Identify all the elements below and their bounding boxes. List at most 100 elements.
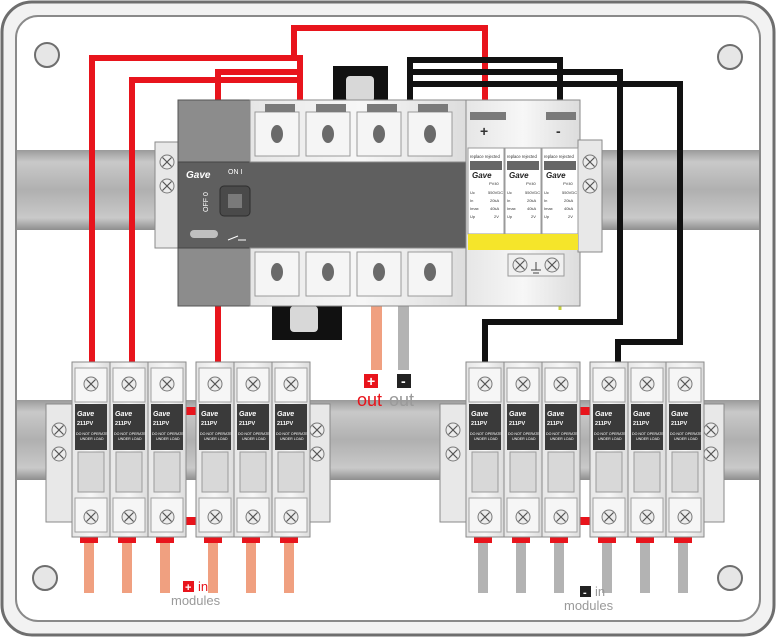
- fuse-warning-line1: DO NOT OPERATE: [508, 432, 540, 436]
- fuse-model: 211PV: [77, 421, 94, 427]
- input-cable: [84, 535, 94, 593]
- output-labels: + - out out: [357, 373, 414, 410]
- fuse-model: 211PV: [547, 421, 564, 427]
- fuse-model: 211PV: [115, 421, 132, 427]
- input-cable: [478, 535, 488, 593]
- fuse-warning-line1: DO NOT OPERATE: [546, 432, 578, 436]
- spd-module-2: replace rejected Gave PV40 Uc 550VDC In …: [504, 147, 542, 235]
- cable-gland: [636, 535, 654, 543]
- cable-gland: [550, 535, 568, 543]
- svg-text:Imax: Imax: [470, 206, 479, 211]
- fuse-warning-line2: UNDER LOAD: [118, 437, 142, 441]
- svg-text:40kA: 40kA: [564, 206, 573, 211]
- svg-text:Up: Up: [507, 214, 513, 219]
- fuse-model: 211PV: [671, 421, 688, 427]
- fuse-warning-line1: DO NOT OPERATE: [470, 432, 502, 436]
- svg-text:550VDC: 550VDC: [525, 190, 540, 195]
- isolator-bottom-terminals: [254, 251, 453, 297]
- svg-text:20kA: 20kA: [490, 198, 499, 203]
- fuse-model: 211PV: [633, 421, 650, 427]
- cable-gland: [280, 535, 298, 543]
- in-minus-symbol: -: [583, 587, 587, 599]
- surge-protection-device: + - replace rejected Gave PV40 Uc 550VDC…: [465, 99, 603, 307]
- svg-text:Up: Up: [470, 214, 476, 219]
- positive-wire-2: [129, 77, 300, 362]
- fuse-model: 211PV: [153, 421, 170, 427]
- spd-module-3: replace rejected Gave PV40 Uc 550VDC In …: [541, 147, 579, 235]
- spd-module-brand: Gave: [472, 171, 492, 180]
- fuse-brand: Gave: [77, 411, 94, 418]
- spd-module-header: replace rejected: [507, 154, 537, 159]
- fuse-warning-line1: DO NOT OPERATE: [76, 432, 108, 436]
- fuse-window[interactable]: [595, 451, 623, 493]
- fuse-brand: Gave: [509, 411, 526, 418]
- svg-text:550VDC: 550VDC: [488, 190, 503, 195]
- svg-text:Uc: Uc: [544, 190, 549, 195]
- svg-text:Uc: Uc: [470, 190, 475, 195]
- spd-module-brand: Gave: [546, 171, 566, 180]
- input-cable: [602, 535, 612, 593]
- fuse-warning-line2: UNDER LOAD: [674, 437, 698, 441]
- fuse-model: 211PV: [239, 421, 256, 427]
- fuse-window[interactable]: [633, 451, 661, 493]
- positive-wire-1: [89, 55, 303, 362]
- spd-module-header: replace rejected: [470, 154, 500, 159]
- out-minus-label: out: [389, 390, 414, 410]
- dc-isolator: Gave ON I OFF 0: [154, 99, 469, 307]
- svg-text:20kA: 20kA: [527, 198, 536, 203]
- fuse-warning-line2: UNDER LOAD: [204, 437, 228, 441]
- cable-gland: [118, 535, 136, 543]
- busbar-link: [576, 407, 600, 415]
- input-cable: [284, 535, 294, 593]
- in-plus-badge: [183, 581, 194, 592]
- fuse-window[interactable]: [671, 451, 699, 493]
- spd-minus-symbol: -: [556, 123, 561, 139]
- fuse-brand: Gave: [115, 411, 132, 418]
- cable-gland: [80, 535, 98, 543]
- svg-text:550VDC: 550VDC: [562, 190, 577, 195]
- fuse-window[interactable]: [77, 451, 105, 493]
- svg-text:2V: 2V: [568, 214, 573, 219]
- isolator-brand: Gave: [186, 170, 211, 181]
- in-minus-modules: modules: [564, 598, 614, 613]
- fuse-window[interactable]: [153, 451, 181, 493]
- input-cable: [208, 535, 218, 593]
- out-minus-badge: [397, 374, 411, 388]
- in-minus-badge: [580, 586, 591, 597]
- fuse-window[interactable]: [115, 451, 143, 493]
- fuse-brand: Gave: [671, 411, 688, 418]
- input-labels: + in modules - in modules: [171, 579, 614, 613]
- fuse-warning-line2: UNDER LOAD: [474, 437, 498, 441]
- fuse-warning-line1: DO NOT OPERATE: [276, 432, 308, 436]
- spd-yellow-band: [468, 234, 578, 250]
- fuse-window[interactable]: [239, 451, 267, 493]
- svg-text:20kA: 20kA: [564, 198, 573, 203]
- fuse-model: 211PV: [277, 421, 294, 427]
- fuse-window[interactable]: [201, 451, 229, 493]
- fuse-model: 211PV: [509, 421, 526, 427]
- fuse-warning-line2: UNDER LOAD: [80, 437, 104, 441]
- isolator-top-terminals: [254, 104, 453, 157]
- fuse-warning-line1: DO NOT OPERATE: [670, 432, 702, 436]
- svg-text:2V: 2V: [531, 214, 536, 219]
- fuse-window[interactable]: [509, 451, 537, 493]
- fuse-window[interactable]: [471, 451, 499, 493]
- cable-gland: [474, 535, 492, 543]
- svg-text:40kA: 40kA: [527, 206, 536, 211]
- fuse-window[interactable]: [277, 451, 305, 493]
- fuse-warning-line2: UNDER LOAD: [598, 437, 622, 441]
- spd-plus-symbol: +: [480, 123, 488, 139]
- fuse-window[interactable]: [547, 451, 575, 493]
- isolator-on-label: ON I: [228, 169, 242, 176]
- svg-text:In: In: [507, 198, 510, 203]
- negative-wire-2: [410, 69, 623, 362]
- in-plus-label: in: [198, 579, 208, 594]
- in-plus-symbol: +: [185, 582, 191, 594]
- input-cable: [246, 535, 256, 593]
